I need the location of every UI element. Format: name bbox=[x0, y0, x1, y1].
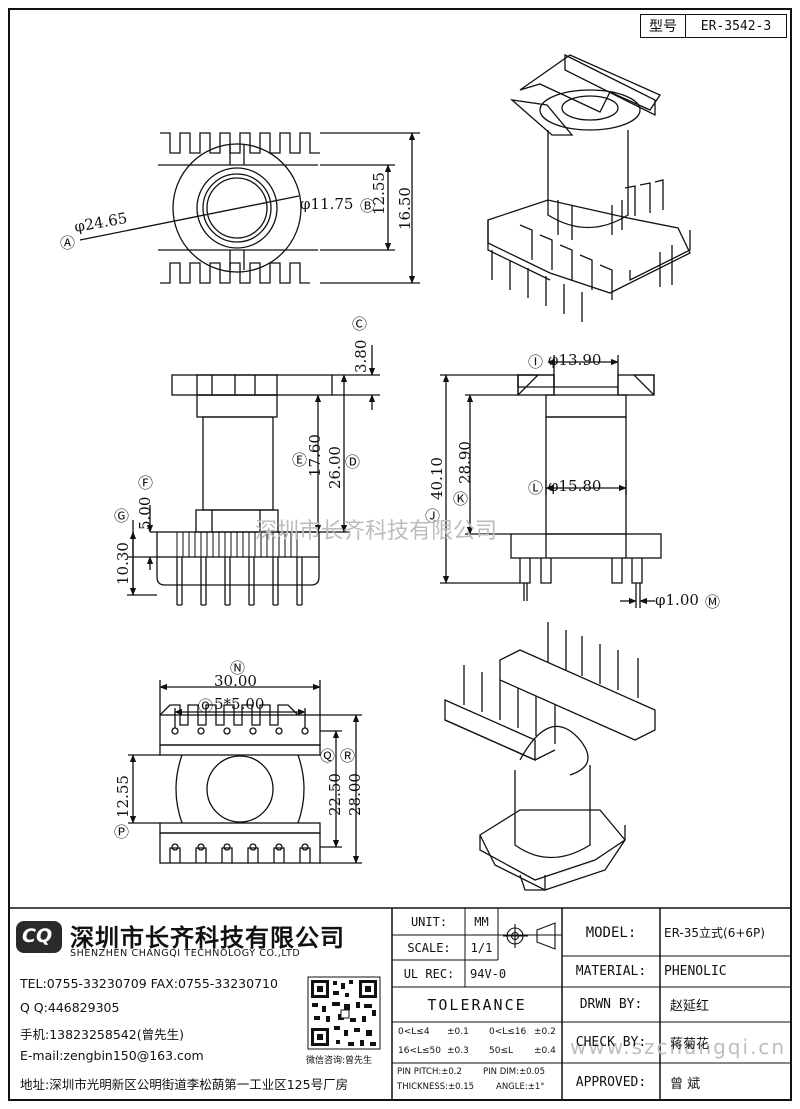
title-block-grid bbox=[8, 907, 792, 1101]
label-j: Ⓙ bbox=[425, 507, 441, 525]
bottom-view bbox=[128, 680, 362, 864]
label-k: Ⓚ bbox=[453, 490, 469, 508]
top-fins bbox=[158, 132, 320, 166]
scale-label: SCALE: bbox=[407, 941, 451, 955]
side-view bbox=[127, 345, 380, 606]
iso-view-bottom bbox=[444, 622, 656, 891]
bottom-fins bbox=[158, 249, 318, 284]
label-c: Ⓒ bbox=[352, 315, 368, 333]
dim-l-value: φ15.80 bbox=[548, 477, 602, 495]
label-p: Ⓟ bbox=[114, 823, 130, 841]
company-mobile: 手机:13823258542(曾先生) bbox=[20, 1027, 184, 1042]
dim-c-value: 3.80 bbox=[352, 339, 370, 373]
model-value: ER-35立式(6+6P) bbox=[664, 926, 765, 940]
drawing-sheet bbox=[8, 8, 792, 1101]
label-g: Ⓖ bbox=[114, 507, 130, 525]
dim-m-value: φ1.00 bbox=[655, 591, 699, 609]
dim-o-value: 5*5.00 bbox=[214, 695, 265, 713]
label-i: Ⓘ bbox=[528, 353, 544, 371]
dim-e-value: 17.60 bbox=[306, 434, 324, 477]
pin-pitch: PIN PITCH:±0.2 bbox=[397, 1067, 462, 1077]
tol-val-2: ±0.2 bbox=[534, 1027, 556, 1037]
dim-f-value: 5.00 bbox=[136, 496, 154, 530]
front-view bbox=[440, 355, 662, 608]
company-tel: TEL:0755-33230709 FAX:0755-33230710 bbox=[20, 976, 278, 991]
company-qq: Q Q:446829305 bbox=[20, 1000, 120, 1015]
side-view-pins bbox=[176, 557, 303, 606]
top-view bbox=[79, 132, 420, 284]
unit-label: UNIT: bbox=[410, 915, 448, 929]
scale-value: 1/1 bbox=[470, 941, 493, 955]
tol-val-1: ±0.1 bbox=[447, 1027, 469, 1037]
tol-val-3: ±0.3 bbox=[447, 1046, 469, 1056]
iso-view-top bbox=[487, 53, 691, 322]
qr-code bbox=[307, 976, 381, 1050]
label-r: Ⓡ bbox=[340, 747, 356, 765]
drawn-label: DRWN BY: bbox=[579, 997, 643, 1012]
part-number-cell: ER-3542-3 bbox=[685, 14, 787, 38]
company-name-en: SHENZHEN CHANGQI TECHNOLOGY CO.,LTD bbox=[70, 948, 301, 959]
ulrec-label: UL REC: bbox=[403, 966, 455, 981]
material-label: MATERIAL: bbox=[575, 964, 647, 979]
label-f: Ⓕ bbox=[138, 474, 154, 492]
side-view-ribs bbox=[176, 532, 298, 557]
unit-value: MM bbox=[474, 915, 489, 929]
check-label: CHECK BY: bbox=[575, 1035, 647, 1050]
approved-label: APPROVED: bbox=[575, 1074, 647, 1090]
watermark-bottom: www.szchangqi.cn bbox=[570, 1035, 787, 1059]
dim-k-value: 28.90 bbox=[456, 441, 474, 484]
logo-mark bbox=[16, 921, 62, 953]
company-email: E-mail:zengbin150@163.com bbox=[20, 1048, 204, 1063]
tol-range-1: 0<L≤4 bbox=[398, 1027, 430, 1037]
model-label: MODEL: bbox=[585, 924, 637, 941]
dim-q-value: 22.50 bbox=[326, 773, 344, 816]
projection-symbol bbox=[503, 922, 556, 950]
label-m: Ⓜ bbox=[705, 593, 721, 611]
tolerance-title: TOLERANCE bbox=[427, 995, 527, 1014]
dim-j-value: 40.10 bbox=[428, 457, 446, 500]
watermark-center: 深圳市长齐科技有限公司 bbox=[255, 519, 498, 544]
dim-d-value: 26.00 bbox=[326, 446, 344, 489]
label-l: Ⓛ bbox=[528, 479, 544, 497]
label-o: Ⓞ bbox=[198, 697, 214, 715]
ulrec-value: 94V-0 bbox=[470, 966, 507, 981]
company-name-cn: 深圳市长齐科技有限公司 bbox=[70, 924, 345, 952]
label-a: Ⓐ bbox=[60, 234, 76, 252]
tol-range-3: 16<L≤50 bbox=[398, 1046, 442, 1056]
label-n: Ⓝ bbox=[230, 659, 246, 677]
company-address: 地址:深圳市光明新区公明街道李松蓢第一工业区125号厂房 bbox=[20, 1077, 349, 1092]
approved-value: 曾 斌 bbox=[670, 1076, 701, 1092]
thickness: THICKNESS:±0.15 bbox=[397, 1082, 475, 1092]
dim-height-12-55: 12.55 bbox=[370, 172, 388, 215]
tol-range-2: 0<L≤16 bbox=[489, 1027, 527, 1037]
dim-i-value: φ13.90 bbox=[548, 351, 602, 369]
label-d: Ⓓ bbox=[345, 453, 361, 471]
material-value: PHENOLIC bbox=[664, 964, 727, 979]
logo-text: CQ bbox=[22, 925, 53, 947]
label-e: Ⓔ bbox=[292, 451, 308, 469]
angle: ANGLE:±1° bbox=[496, 1082, 545, 1092]
bottom-view-pins bbox=[171, 727, 309, 851]
dim-r-value: 28.00 bbox=[346, 773, 364, 816]
dim-p-value: 12.55 bbox=[114, 775, 132, 818]
dim-g-value: 10.30 bbox=[114, 542, 132, 585]
dim-b-value: φ11.75 bbox=[300, 195, 354, 213]
tol-range-4: 50≤L bbox=[489, 1046, 514, 1056]
label-b: Ⓑ bbox=[360, 197, 376, 215]
drawn-value: 赵延红 bbox=[670, 999, 710, 1014]
pin-dim: PIN DIM:±0.05 bbox=[483, 1067, 545, 1077]
tol-val-4: ±0.4 bbox=[534, 1046, 556, 1056]
dim-n-value: 30.00 bbox=[214, 672, 257, 690]
label-q: Ⓠ bbox=[320, 747, 336, 765]
check-value: 蒋菊花 bbox=[670, 1037, 710, 1052]
dim-height-16-50: 16.50 bbox=[396, 187, 414, 230]
qr-caption: 微信咨询:曾先生 bbox=[306, 1056, 373, 1066]
